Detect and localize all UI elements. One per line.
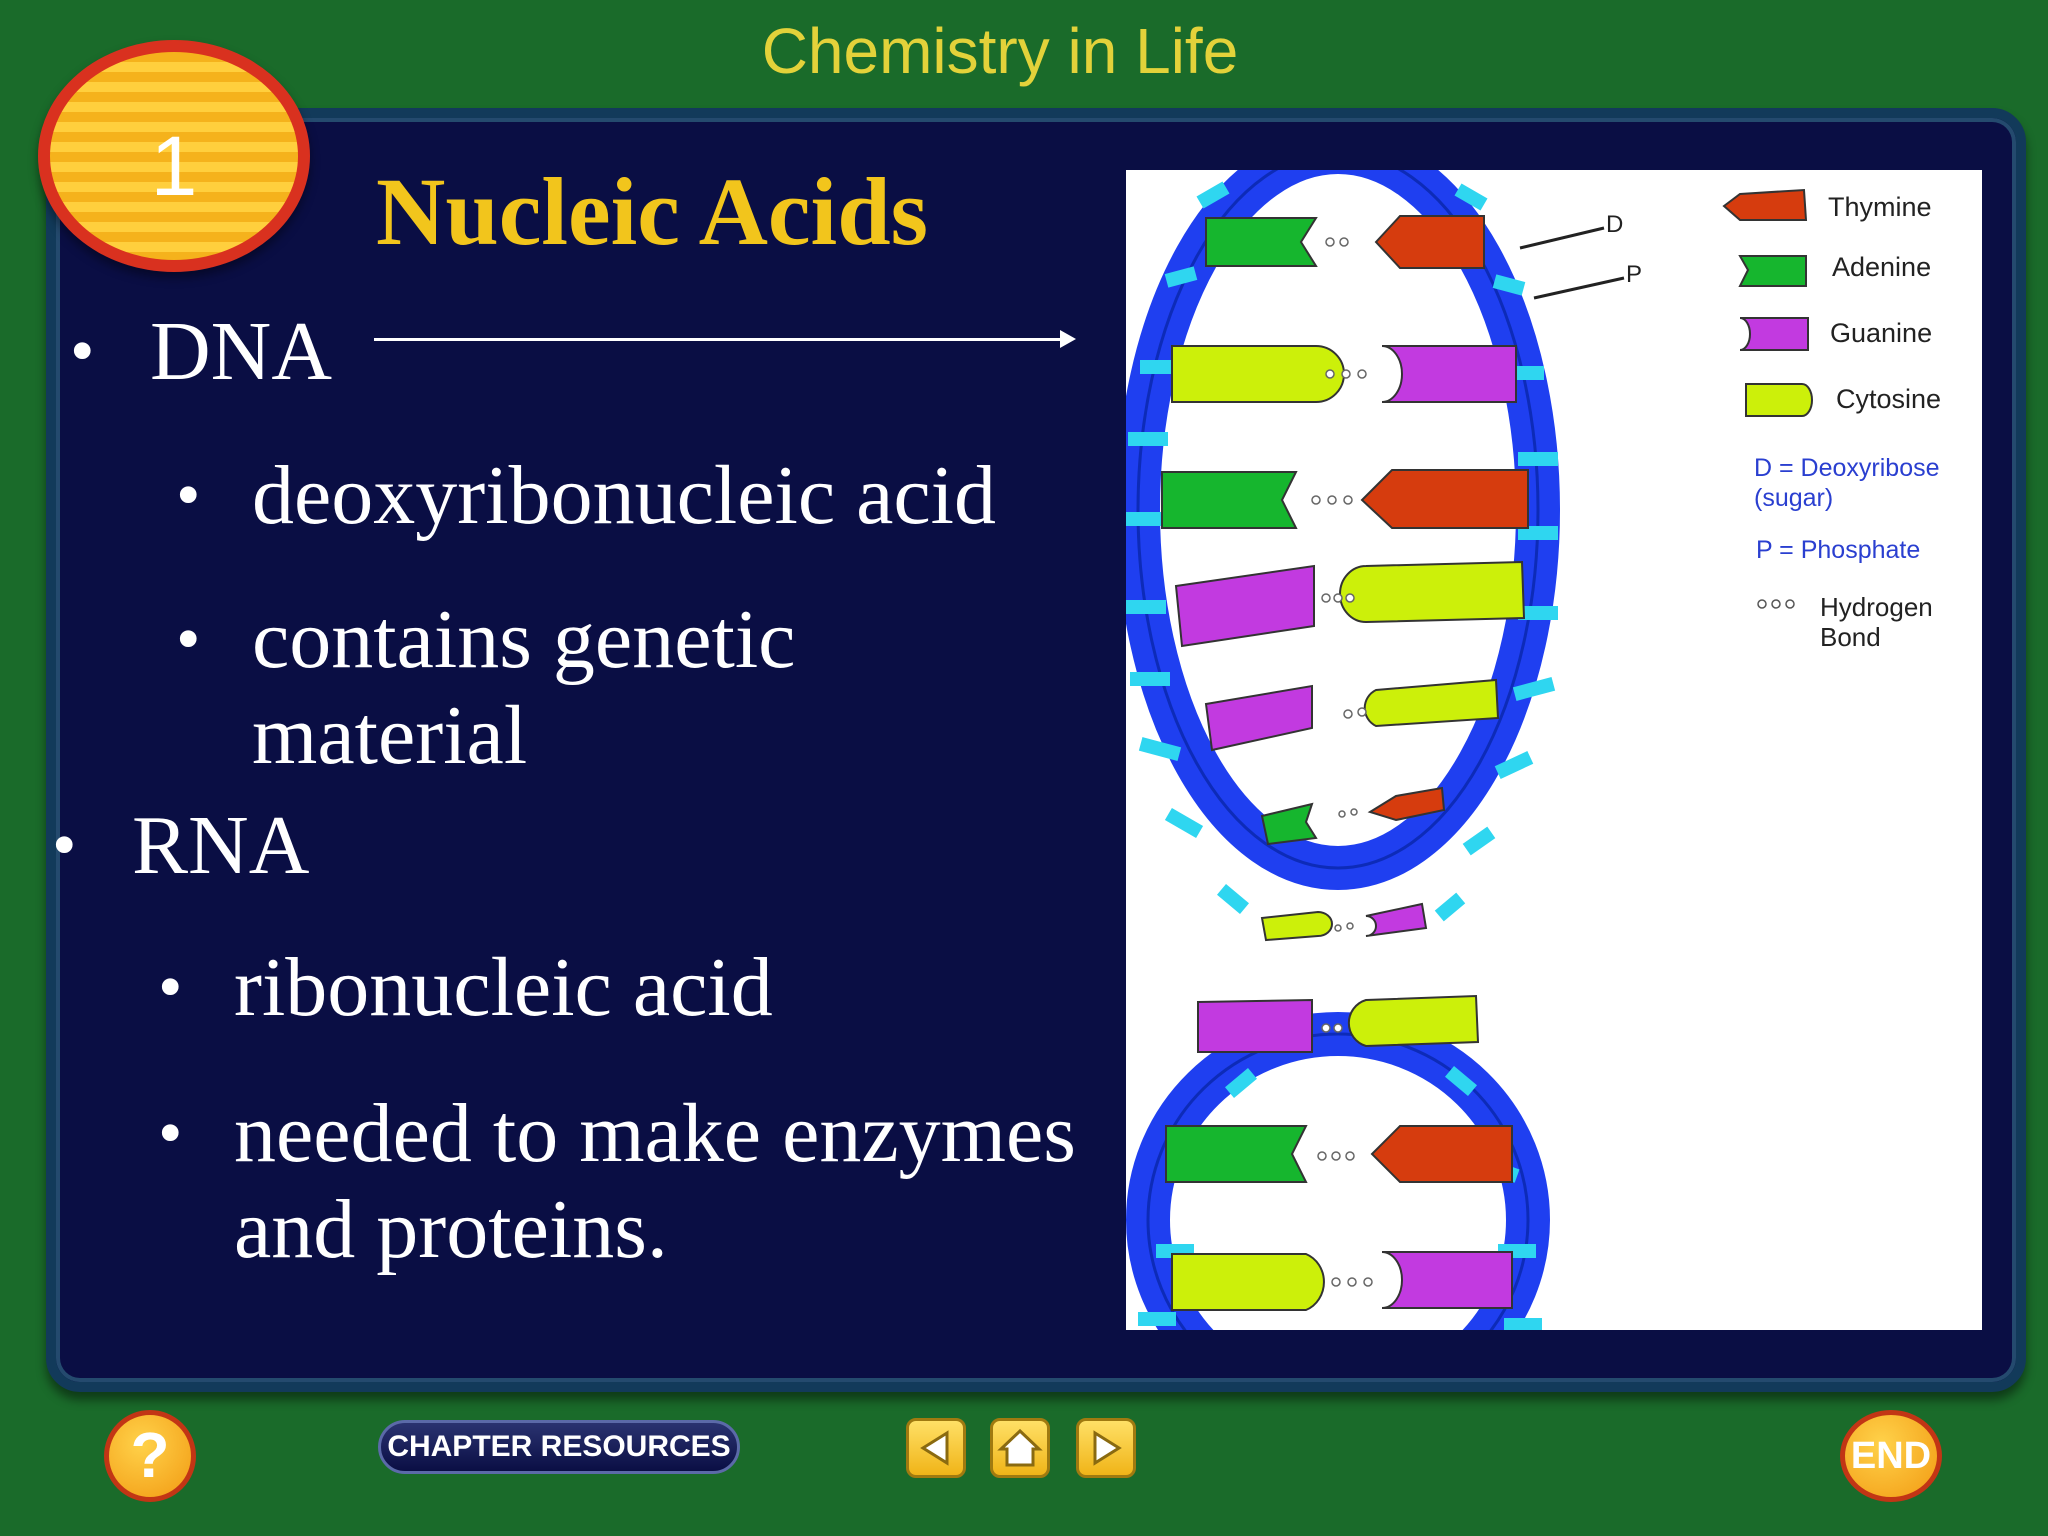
previous-arrow-icon xyxy=(920,1430,949,1466)
legend-thymine: Thymine xyxy=(1828,192,1932,222)
help-button[interactable]: ? xyxy=(104,1410,196,1502)
chapter-resources-button[interactable]: CHAPTER RESOURCES xyxy=(378,1420,740,1474)
guanine-base xyxy=(1365,902,1428,937)
dna-arrow xyxy=(374,330,1076,348)
bullet-dot: • xyxy=(176,601,201,678)
bullet-dna-label: DNA xyxy=(150,305,332,398)
bullet-rna-label: RNA xyxy=(132,799,310,892)
bullet-rna-sub-1: • ribonucleic acid xyxy=(158,940,1094,1036)
cytosine-base xyxy=(1171,345,1345,403)
legend-guanine-swatch xyxy=(1739,317,1809,351)
slide-title: Nucleic Acids xyxy=(376,158,928,265)
bullet-dna-sub-1: • deoxyribonucleic acid xyxy=(176,448,1112,544)
bullet-dna-sub-2-text: contains genetic material xyxy=(252,593,796,782)
legend-hbond-line1: Hydrogen xyxy=(1820,592,1933,622)
adenine-base xyxy=(1161,471,1298,529)
cytosine-base xyxy=(1171,1253,1325,1311)
guanine-base xyxy=(1381,1251,1513,1309)
end-button[interactable]: END xyxy=(1840,1410,1942,1502)
dna-diagram-svg: D P Thymine Adenine Guanine Cytosine D =… xyxy=(1116,130,1941,1428)
cytosine-base xyxy=(1260,910,1333,942)
next-arrow-icon xyxy=(1093,1430,1122,1466)
thymine-base xyxy=(1374,215,1485,269)
home-button[interactable] xyxy=(990,1418,1050,1478)
header-title: Chemistry in Life xyxy=(761,15,1239,87)
cytosine-base xyxy=(1339,560,1526,624)
guanine-base xyxy=(1174,564,1315,648)
bullet-dot: • xyxy=(52,807,77,884)
callout-d: D xyxy=(1606,211,1623,238)
bullet-rna-sub-2-text: needed to make enzymes and proteins. xyxy=(234,1087,1076,1276)
legend-deoxyribose: D = Deoxyribose xyxy=(1754,454,1940,482)
legend-deoxyribose-note: (sugar) xyxy=(1754,484,1833,512)
legend-cytosine: Cytosine xyxy=(1836,384,1941,414)
section-number-badge: 1 xyxy=(38,40,310,272)
adenine-base xyxy=(1165,1125,1308,1183)
hydrogen-bonds xyxy=(1311,237,1373,1287)
home-icon xyxy=(997,1428,1043,1467)
guanine-base xyxy=(1381,345,1517,403)
bullet-dot: • xyxy=(158,949,183,1026)
legend-adenine: Adenine xyxy=(1832,252,1931,282)
legend-thymine-swatch xyxy=(1722,188,1808,221)
thymine-base xyxy=(1360,469,1529,529)
thymine-base xyxy=(1367,786,1446,822)
help-icon: ? xyxy=(130,1419,170,1491)
next-slide-button[interactable] xyxy=(1076,1418,1136,1478)
bullet-dot: • xyxy=(70,313,95,390)
bullet-rna-sub-1-text: ribonucleic acid xyxy=(234,941,773,1034)
thymine-base xyxy=(1370,1125,1513,1183)
callout-p: P xyxy=(1626,261,1642,288)
dna-diagram: D P Thymine Adenine Guanine Cytosine D =… xyxy=(1116,130,1982,1428)
previous-slide-button[interactable] xyxy=(906,1418,966,1478)
bullet-rna: • RNA xyxy=(52,798,310,894)
guanine-base xyxy=(1204,684,1313,752)
base-pairs xyxy=(1161,215,1529,1311)
guanine-base xyxy=(1197,998,1313,1053)
legend: Thymine Adenine Guanine Cytosine D = Deo… xyxy=(1722,188,1941,652)
bullet-dot: • xyxy=(158,1095,183,1172)
legend-adenine-swatch xyxy=(1738,255,1807,287)
legend-hbond-swatch xyxy=(1757,599,1795,609)
section-number: 1 xyxy=(150,119,198,213)
phosphate-ticks xyxy=(1126,181,1558,1332)
legend-cytosine-swatch xyxy=(1745,383,1813,417)
adenine-base xyxy=(1260,802,1318,846)
legend-phosphate: P = Phosphate xyxy=(1756,536,1920,564)
strand-callouts: D P xyxy=(1519,211,1642,300)
bullet-rna-sub-2: • needed to make enzymes and proteins. xyxy=(158,1086,1094,1278)
cytosine-base xyxy=(1347,994,1480,1048)
bullet-dna-sub-1-text: deoxyribonucleic acid xyxy=(252,449,997,542)
legend-hbond-line2: Bond xyxy=(1820,622,1881,652)
bullet-dna-sub-2: • contains genetic material xyxy=(176,592,892,784)
bullet-dna: • DNA xyxy=(70,304,332,400)
bullet-dot: • xyxy=(176,457,201,534)
adenine-base xyxy=(1205,217,1318,267)
legend-guanine: Guanine xyxy=(1830,318,1932,348)
cytosine-base xyxy=(1363,678,1500,728)
